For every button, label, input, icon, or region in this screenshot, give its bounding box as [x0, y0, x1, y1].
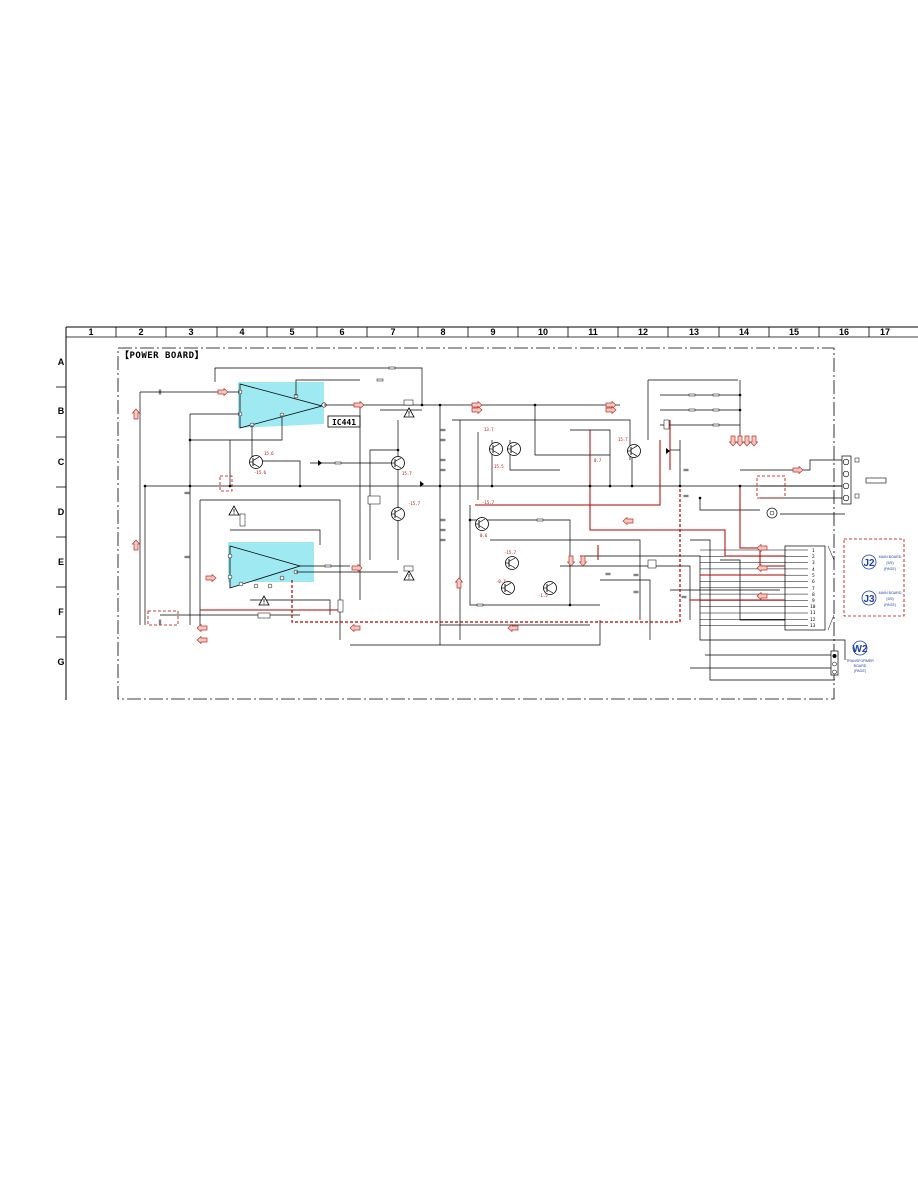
- col-label: 15: [789, 327, 799, 337]
- ref-line: (5/5): [886, 597, 893, 601]
- voltage-label: 0.6: [480, 533, 488, 538]
- col-label: 5: [289, 327, 294, 337]
- row-label: E: [58, 557, 64, 567]
- pin-number: 5: [812, 573, 815, 579]
- black-wiring: [139, 367, 846, 681]
- row-label: C: [58, 457, 65, 467]
- col-label: 13: [689, 327, 699, 337]
- ref-line: (PAGE): [884, 567, 896, 571]
- voltage-label: 0.7: [594, 458, 602, 463]
- voltage-label: 15.7: [618, 437, 628, 442]
- voltage-label: 13.7: [484, 427, 494, 432]
- junction-dots: [143, 393, 742, 607]
- pin-number: 8: [812, 592, 815, 598]
- ref-line: TRANSFORMER: [846, 659, 874, 663]
- voltage-label: 15.5: [494, 464, 504, 469]
- pin-number: 13: [810, 623, 816, 629]
- ic441-lower: [227, 542, 314, 589]
- ic441-upper: [237, 382, 327, 429]
- ref-j3: J3 MAIN BOARD (5/5) (PAGE): [861, 590, 902, 607]
- col-label: 11: [588, 327, 598, 337]
- marked-areas: [147, 475, 905, 626]
- voltage-labels: 15.6 -15.6 15.7 -15.7 13.7 15.7 15.5 0.7…: [254, 427, 628, 598]
- ref-j2: J2 MAIN BOARD (5/5) (PAGE): [861, 554, 902, 571]
- ref-code: W2: [853, 644, 868, 655]
- ref-line: (5/5): [886, 561, 893, 565]
- w2-connector: [830, 650, 839, 676]
- col-label: 16: [839, 327, 849, 337]
- row-label: D: [58, 507, 65, 517]
- row-label: F: [58, 607, 64, 617]
- signal-flow-arrows: [132, 388, 804, 644]
- ref-line: MAIN BOARD: [879, 555, 902, 559]
- col-label: 14: [739, 327, 749, 337]
- col-label: 2: [138, 327, 143, 337]
- voltage-label: -0.7: [496, 579, 506, 584]
- row-label: A: [58, 357, 65, 367]
- pin-number: 3: [812, 560, 815, 566]
- col-label: 17: [880, 327, 890, 337]
- board-title: 【POWER BOARD】: [120, 350, 204, 361]
- ref-line: BOARD: [854, 664, 867, 668]
- col-label: 3: [188, 327, 193, 337]
- voltage-label: -15.6: [254, 470, 267, 475]
- pin-number: 12: [810, 617, 816, 623]
- svg-text:IC441: IC441: [332, 418, 356, 427]
- ref-line: MAIN BOARD: [879, 591, 902, 595]
- col-label: 1: [88, 327, 93, 337]
- ref-line: (PAGE): [884, 603, 896, 607]
- voltage-label: 15.7: [402, 471, 412, 476]
- pin-number: 2: [812, 554, 815, 560]
- pin-number: 10: [810, 604, 816, 610]
- connector-pins: 1 2 3 4 5 6 7 8 9 10 11 12 13: [810, 548, 816, 629]
- ref-line: (PAGE): [854, 669, 866, 673]
- voltage-label: -15.7: [482, 500, 495, 505]
- board-outline: [117, 347, 835, 700]
- pin-number: 1: [812, 548, 815, 554]
- ref-code: J2: [863, 558, 875, 569]
- ac-connector: [841, 455, 887, 505]
- col-label: 10: [538, 327, 548, 337]
- pin-number: 7: [812, 586, 815, 592]
- passive-parts: [158, 366, 778, 625]
- col-label: 12: [638, 327, 648, 337]
- column-labels: 1 2 3 4 5 6 7 8 9 10 11 12 13 14 15 16 1…: [88, 327, 890, 337]
- ic441-label: IC441: [327, 415, 361, 428]
- voltage-label: 15.6: [264, 451, 274, 456]
- voltage-label: -15.7: [408, 501, 421, 506]
- voltage-label: -1.5: [538, 593, 548, 598]
- ref-code: J3: [863, 594, 875, 605]
- col-label: 4: [239, 327, 244, 337]
- row-label: G: [57, 657, 64, 667]
- pin-number: 11: [810, 610, 816, 616]
- col-label: 7: [390, 327, 395, 337]
- grid-ruler: [56, 326, 918, 700]
- voltage-label: -15.7: [504, 550, 517, 555]
- row-labels: A B C D E F G: [57, 357, 64, 667]
- col-label: 8: [440, 327, 445, 337]
- pin-number: 4: [812, 567, 815, 573]
- ref-w2: W2 TRANSFORMER BOARD (PAGE): [846, 640, 874, 673]
- row-label: B: [58, 406, 65, 416]
- col-label: 9: [490, 327, 495, 337]
- pin-number: 9: [812, 598, 815, 604]
- pin-number: 6: [812, 579, 815, 585]
- col-label: 6: [339, 327, 344, 337]
